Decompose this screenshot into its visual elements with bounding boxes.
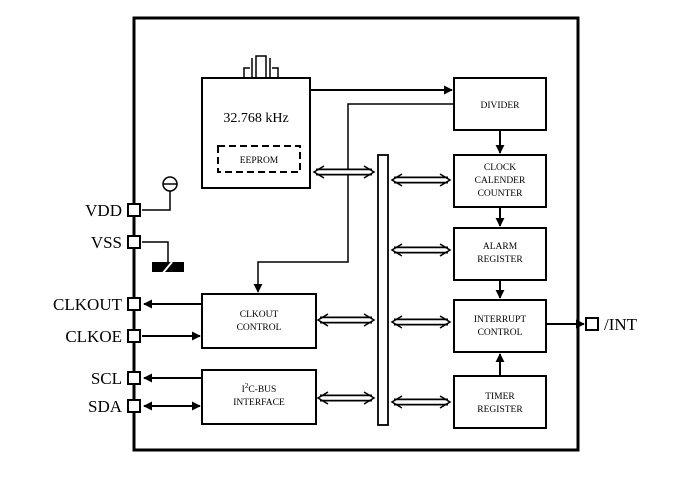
bus-link-clock-counter — [390, 173, 452, 187]
pin-label-sda: SDA — [88, 397, 123, 416]
ground-icon — [142, 241, 184, 275]
interrupt-control-label-1: INTERRUPT — [474, 315, 526, 325]
pin-label-clkout: CLKOUT — [53, 295, 123, 314]
oscillator-frequency: 32.768 kHz — [223, 111, 288, 126]
bus-link-alarm — [390, 243, 452, 257]
clock-counter-label-2: CALENDER — [475, 176, 526, 186]
alarm-register-label-2: REGISTER — [477, 255, 523, 265]
alarm-register-block — [453, 227, 547, 281]
pin-scl — [127, 371, 141, 385]
pin-vss — [127, 235, 141, 249]
clock-counter-label-3: COUNTER — [478, 189, 524, 199]
i2c-interface-label-2: INTERFACE — [233, 398, 285, 408]
divider-to-clkout-line — [253, 103, 454, 293]
i2c-prefix: I — [242, 385, 245, 395]
pin-sda — [127, 399, 141, 413]
bus-link-timer — [390, 395, 452, 409]
clock-counter-block — [453, 154, 547, 208]
pin-label-int: /INT — [604, 315, 638, 334]
pin-label-vdd: VDD — [85, 201, 122, 220]
i2c-interface-block — [201, 369, 317, 425]
timer-register-block — [453, 375, 547, 429]
clkout-control-block — [201, 293, 317, 349]
pin-label-vss: VSS — [91, 233, 122, 252]
timer-register-label-2: REGISTER — [477, 405, 523, 415]
bus-link-i2c — [316, 391, 376, 405]
timer-register-label-1: TIMER — [485, 392, 515, 402]
interrupt-control-block — [453, 299, 547, 353]
clock-counter-label-1: CLOCK — [484, 163, 516, 173]
clkout-control-label-1: CLKOUT — [240, 310, 279, 320]
pin-clkout — [127, 297, 141, 311]
pin-label-clkoe: CLKOE — [65, 327, 122, 346]
eeprom-label: EEPROM — [240, 156, 279, 166]
vdd-supply-icon — [142, 176, 178, 211]
divider-label: DIVIDER — [480, 101, 520, 111]
clkout-control-label-2: CONTROL — [237, 323, 282, 333]
pin-int — [585, 317, 599, 331]
interrupt-control-label-2: CONTROL — [478, 328, 523, 338]
pin-label-scl: SCL — [91, 369, 122, 388]
i2c-suffix: C-BUS — [248, 385, 276, 395]
alarm-register-label-1: ALARM — [483, 242, 518, 252]
bus-link-interrupt — [390, 315, 452, 329]
i2c-interface-label-1: I2C-BUS — [242, 382, 277, 395]
bus-link-clkout — [316, 313, 376, 327]
eeprom-box — [217, 145, 301, 173]
pin-vdd — [127, 203, 141, 217]
internal-bus — [377, 154, 389, 426]
oscillator-block — [201, 77, 311, 189]
pin-clkoe — [127, 329, 141, 343]
bus-link-oscillator — [312, 165, 376, 179]
i2c-sup: 2 — [245, 382, 249, 390]
